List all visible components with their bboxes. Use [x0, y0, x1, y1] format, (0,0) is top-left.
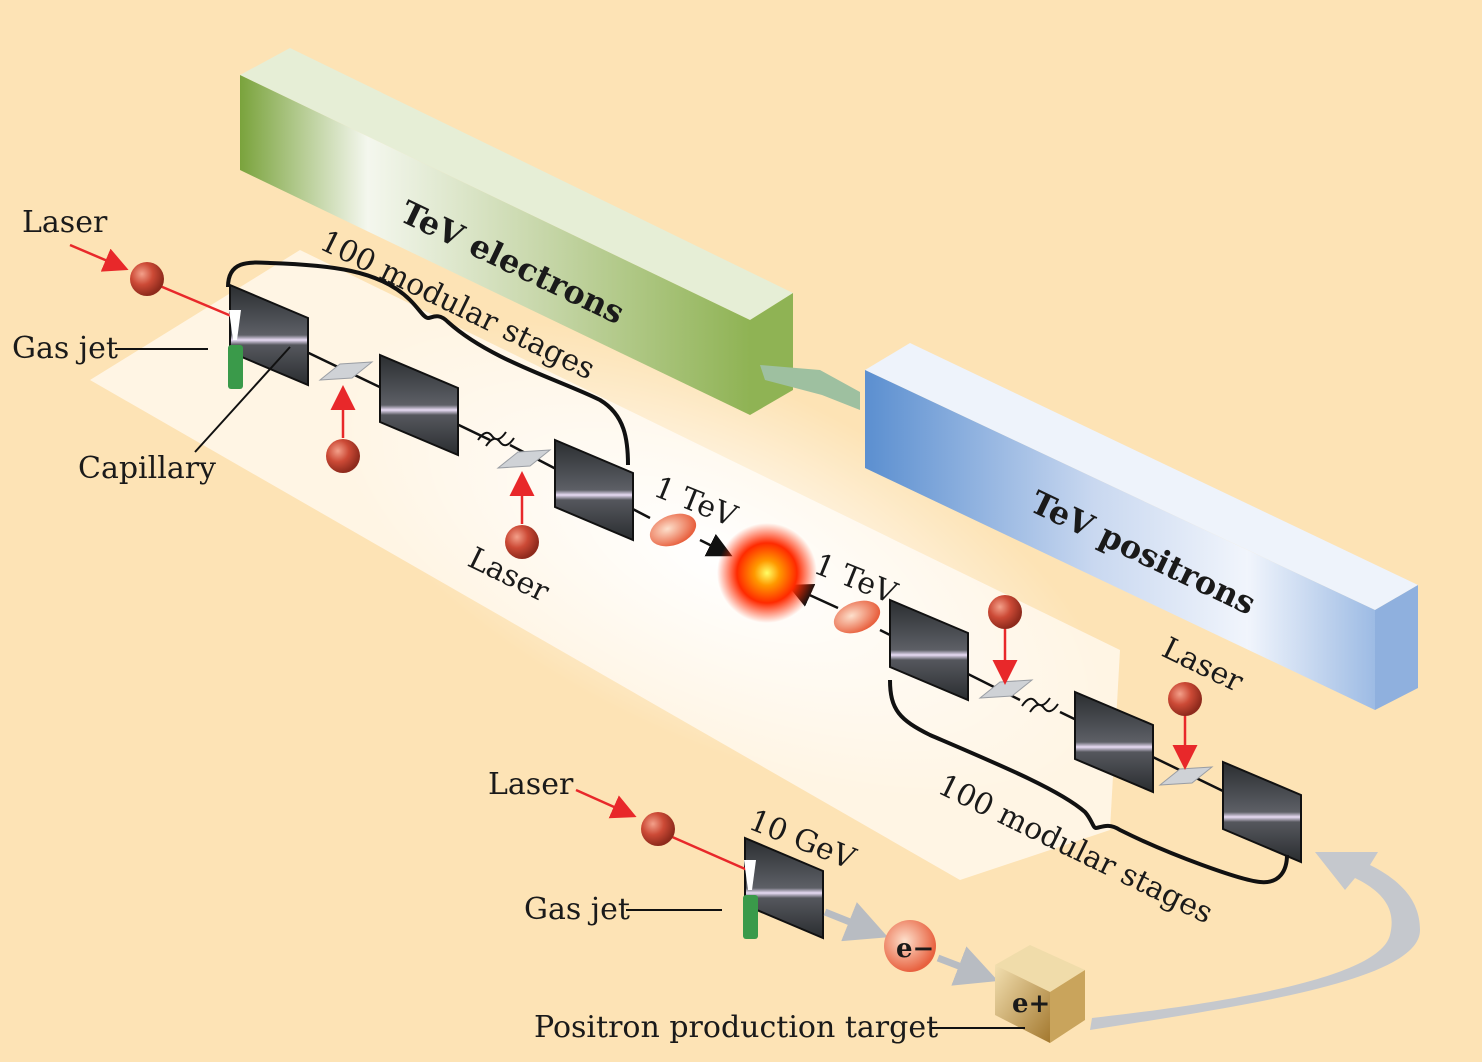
electron-particle: [884, 920, 936, 972]
capillary-module: [1074, 690, 1154, 794]
capillary-module: [889, 598, 969, 702]
brace-top: [226, 260, 630, 466]
capillary-label: Capillary: [78, 451, 216, 486]
mirror: [1158, 766, 1214, 786]
tev-electrons-beamline-box: TeV electrons: [240, 48, 793, 415]
laser-ball: [326, 439, 360, 473]
positron-target-label: Positron production target: [534, 1010, 938, 1045]
laser-beams: [69, 243, 1198, 874]
injector-to-electron-arrow: [823, 902, 888, 942]
capillary-leader: [194, 346, 291, 453]
gas-jet-label-bottom: Gas jet: [524, 892, 630, 927]
mirror: [496, 449, 552, 469]
positron-symbol: e+: [1012, 989, 1050, 1019]
laser-ball: [988, 595, 1022, 629]
plasma-modules: [229, 283, 1302, 940]
positron-bunch: [833, 600, 881, 634]
laser-ball: [1168, 682, 1202, 716]
capillary-module: [229, 283, 309, 387]
laser-label-bottom: Laser: [488, 767, 574, 802]
laser-ball: [505, 525, 539, 559]
mirrors: [318, 361, 1214, 786]
laser-ball: [641, 812, 675, 846]
brace-bottom: [888, 679, 1289, 885]
gas-jet-top: [228, 310, 243, 389]
tev-positrons-beamline-box: TeV positrons: [865, 343, 1418, 710]
electron-bunch: [649, 513, 697, 547]
laser-label-top-left: Laser: [22, 205, 108, 240]
box-connector: [760, 365, 860, 410]
positron-production-target: [995, 945, 1085, 1043]
mirror: [318, 361, 374, 381]
capillary-module: [379, 353, 459, 457]
mirror: [978, 679, 1034, 699]
laser-ball: [130, 262, 164, 296]
gas-jet-bottom: [743, 860, 758, 939]
electron-to-target-arrow: [936, 946, 999, 986]
capillary-module: [554, 438, 634, 542]
capillary-module: [1222, 760, 1302, 864]
laser-sources: [130, 262, 1202, 846]
gas-jet-label-top: Gas jet: [12, 331, 118, 366]
collision-point: [717, 523, 817, 623]
electron-symbol: e−: [896, 934, 934, 964]
injector-module: [744, 836, 824, 940]
positron-return-arrow: [1090, 852, 1420, 1030]
